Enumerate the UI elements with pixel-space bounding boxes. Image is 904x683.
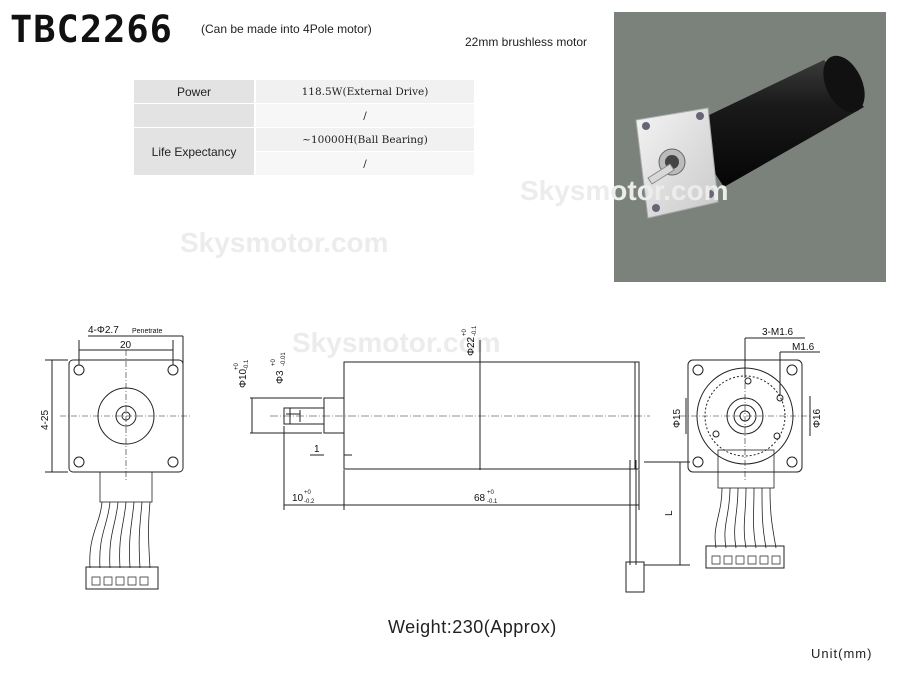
mount-hole — [786, 456, 798, 468]
model-title: TBC2266 — [10, 8, 173, 51]
flange-size-label: 4-25 — [40, 410, 51, 430]
tolerance-lower: -0.2 — [304, 499, 315, 505]
unit-label: Unit(mm) — [811, 646, 873, 661]
shaft-length-label: 10 — [292, 493, 304, 504]
mount-hole — [692, 456, 704, 468]
model-note: (Can be made into 4Pole motor) — [201, 22, 372, 36]
tolerance-upper: +0 — [487, 490, 495, 496]
spec-value: 118.5W(External Drive) — [255, 80, 474, 104]
tolerance-lower: -0.1 — [472, 325, 478, 336]
spec-label: Power — [134, 80, 256, 104]
mount-hole — [167, 456, 179, 468]
tolerance-upper: +0 — [462, 328, 468, 336]
watermark: Skysmotor.com — [292, 327, 501, 358]
tolerance-upper: +0 — [271, 358, 277, 366]
front-connector — [85, 566, 159, 590]
thread-count-label: 3-M1.6 — [762, 327, 794, 338]
inner-dia-label: Φ15 — [672, 408, 683, 428]
spec-value: / — [255, 151, 474, 176]
shaft-dia: Φ3 — [275, 370, 286, 384]
spec-value: ~10000H(Ball Bearing) — [255, 127, 474, 152]
product-subtitle: 22mm brushless motor — [465, 35, 588, 49]
tolerance-lower: -0.01 — [281, 352, 287, 366]
spec-row: Power 118.5W(External Drive) — [134, 80, 474, 104]
weight-label: Weight:230(Approx) — [388, 617, 557, 637]
spec-row: / — [134, 151, 474, 176]
spec-label-empty — [134, 103, 256, 128]
motor-illustration — [635, 55, 865, 219]
tolerance-upper: +0 — [234, 362, 240, 370]
watermark: Skysmotor.com — [180, 227, 389, 258]
outer-dia-label: Φ16 — [812, 408, 823, 428]
tolerance-lower: -0.1 — [244, 359, 250, 370]
body-length-label: 68 — [474, 493, 486, 504]
mount-hole — [786, 364, 798, 376]
motor-body — [343, 361, 640, 470]
mount-hole — [167, 364, 179, 376]
side-connector — [625, 561, 645, 593]
watermark: Skysmotor.com — [520, 175, 729, 206]
tolerance-lower: -0.1 — [487, 499, 498, 505]
holes-label: 4-Φ2.7 — [88, 325, 119, 336]
shaft-boss — [323, 397, 345, 434]
thread-label: M1.6 — [792, 342, 815, 353]
shaft-boss-dia: Φ10 — [238, 368, 249, 388]
spec-value: / — [255, 103, 474, 128]
spec-row: Life Expectancy ~10000H(Ball Bearing) — [134, 127, 474, 176]
step-label: 1 — [314, 444, 320, 455]
mount-hole — [73, 456, 85, 468]
holes-note: Penetrate — [132, 328, 162, 335]
mount-hole — [692, 364, 704, 376]
body-dia: Φ22 — [466, 336, 477, 356]
tolerance-upper: +0 — [304, 490, 312, 496]
hole-pitch-label: 20 — [120, 340, 132, 351]
motor-photo — [614, 12, 886, 282]
spec-table: Power 118.5W(External Drive) / Life Expe… — [134, 80, 474, 176]
lead-length-label: L — [664, 510, 675, 516]
rear-connector — [705, 545, 785, 569]
spec-row: / — [134, 103, 474, 128]
spec-label: Life Expectancy — [134, 127, 256, 176]
mount-hole — [73, 364, 85, 376]
